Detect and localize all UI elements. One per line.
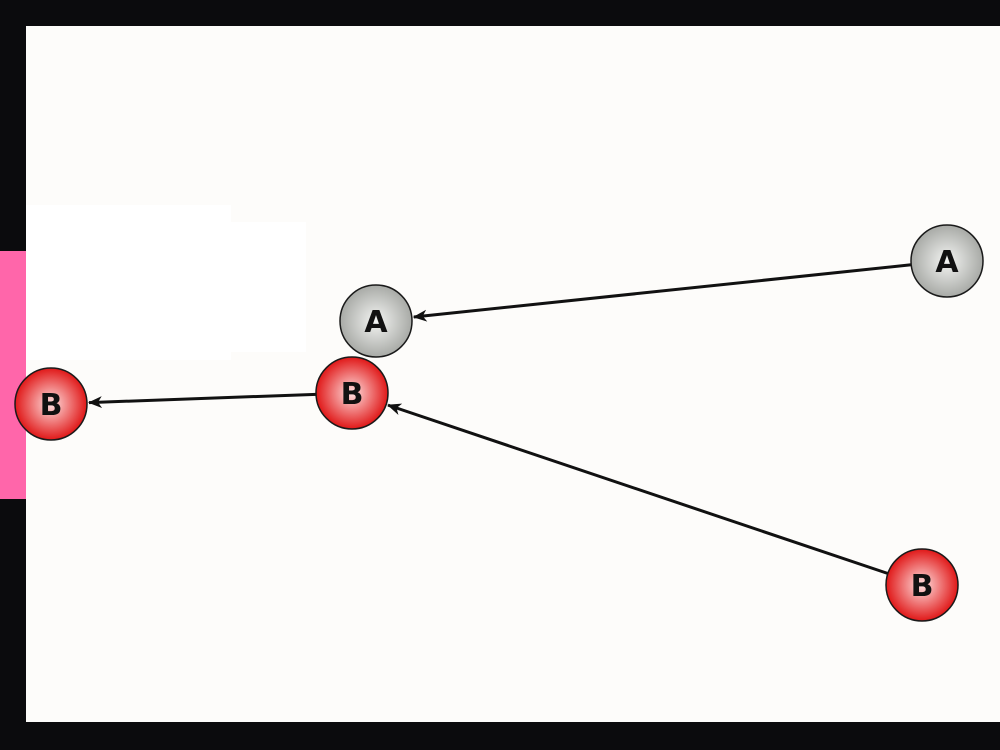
move-arrow-b-mid-to-b-end: [87, 392, 317, 409]
overlay-panel: [26, 205, 231, 360]
ball-circle[interactable]: [315, 356, 389, 430]
move-arrows: [87, 263, 912, 575]
ball-label: A: [364, 305, 388, 340]
ball-label: B: [341, 377, 364, 412]
ball-circle[interactable]: [339, 284, 413, 358]
ball-circle[interactable]: [14, 367, 88, 441]
ball-circle[interactable]: [910, 224, 984, 298]
ball-b-start[interactable]: B: [885, 548, 959, 622]
balls: A A B B B: [14, 224, 984, 622]
ball-label: A: [935, 245, 959, 280]
ball-b-end[interactable]: B: [14, 367, 88, 441]
ball-circle[interactable]: [885, 548, 959, 622]
ball-a-end[interactable]: A: [339, 284, 413, 358]
move-arrow-a-start-to-a-end: [412, 263, 912, 322]
ball-label: B: [911, 569, 934, 604]
goal-zone: [0, 251, 26, 499]
ball-b-mid[interactable]: B: [315, 356, 389, 430]
move-arrow-b-start-to-b-mid: [387, 403, 889, 575]
overlay-panel-extension: [231, 222, 306, 352]
ball-a-start[interactable]: A: [910, 224, 984, 298]
table-surface: [26, 26, 1000, 722]
ball-label: B: [40, 388, 63, 423]
